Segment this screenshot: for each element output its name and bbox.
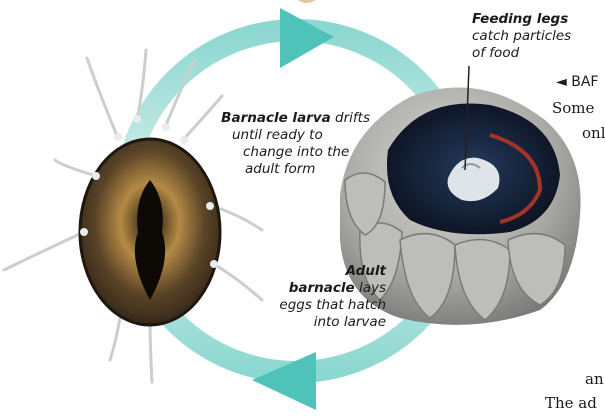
- feeding-legs-line1: catch particles: [472, 28, 571, 44]
- side-text-line5: The ad: [545, 394, 597, 412]
- feeding-legs-title: Feeding legs: [472, 11, 568, 27]
- feeding-legs-caption: Feeding legs catch particles of food: [472, 11, 571, 62]
- side-text-line3: onl: [582, 124, 605, 142]
- adult-title-line1: Adult: [346, 263, 386, 279]
- larva-line2: until ready to: [215, 127, 370, 144]
- larva-caption: Barnacle larva drifts until ready to cha…: [215, 110, 370, 178]
- larva-line3: change into the: [215, 144, 370, 161]
- side-text-line4: an: [585, 370, 604, 388]
- adult-line4: into larvae: [238, 314, 386, 331]
- adult-title-line2: barnacle: [289, 280, 355, 296]
- side-text-heading: ◄ BAF: [556, 74, 598, 90]
- adult-caption: Adult barnacle lays eggs that hatch into…: [238, 263, 386, 331]
- top-edge-fragment: [298, 0, 316, 3]
- larva-line4: adult form: [215, 161, 370, 178]
- larva-title: Barnacle larva: [221, 110, 331, 126]
- feeding-legs-line2: of food: [472, 45, 519, 61]
- barnacle-larva-illustration: [4, 50, 262, 382]
- adult-line2: lays: [355, 280, 386, 296]
- adult-line3: eggs that hatch: [238, 297, 386, 314]
- side-text-line2: Some: [552, 99, 594, 117]
- larva-line1: drifts: [331, 110, 370, 126]
- cycle-arrow-right-icon: [280, 8, 334, 68]
